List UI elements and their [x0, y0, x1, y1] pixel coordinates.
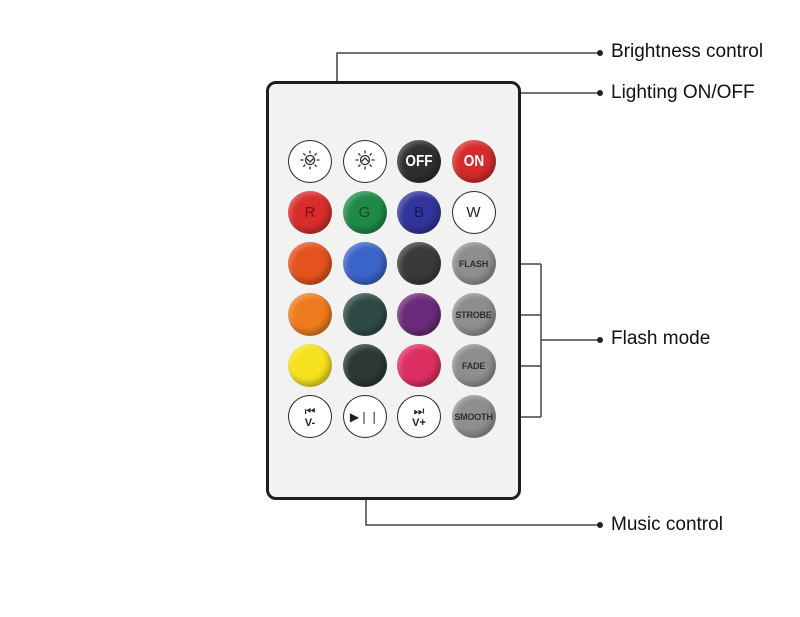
brightness-dot	[597, 50, 603, 56]
on-label: ON	[463, 152, 484, 170]
white-label: W	[466, 204, 481, 221]
strobe-button[interactable]: STROBE	[451, 293, 496, 336]
c-blue-button[interactable]	[342, 242, 387, 285]
c-orange-button[interactable]	[288, 293, 332, 336]
fade-button[interactable]: FADE	[451, 344, 496, 387]
white-button[interactable]: W	[451, 191, 496, 234]
off-button[interactable]: OFF	[397, 140, 441, 183]
off-label: OFF	[405, 152, 433, 170]
bright-up-button[interactable]	[342, 140, 387, 183]
next-symbol-icon: ⏭	[413, 403, 425, 418]
green-label: G	[358, 204, 371, 221]
flash-label: FLASH	[459, 258, 488, 269]
c-dark2-button[interactable]	[342, 344, 387, 387]
blue-label: B	[413, 204, 424, 221]
bright-down-button[interactable]	[288, 140, 332, 183]
strobe-label: STROBE	[455, 309, 492, 320]
c-darkteal-button[interactable]	[342, 293, 387, 336]
button-grid: OFF ON R G B W FLASH STROBE FADE ⏮V- ▶❘❘ ⏭V+ SMOOTH	[288, 140, 506, 438]
prev-button[interactable]: ⏮V-	[288, 395, 332, 438]
flash-dot	[597, 337, 603, 343]
blue-button[interactable]: B	[397, 191, 441, 234]
c-pink-button[interactable]	[397, 344, 441, 387]
next-button[interactable]: ⏭V+	[397, 395, 441, 438]
red-label: R	[304, 204, 316, 221]
c-yellow-button[interactable]	[288, 344, 332, 387]
lighting-dot	[597, 90, 603, 96]
flash-button[interactable]: FLASH	[451, 242, 496, 285]
c-purple-button[interactable]	[397, 293, 441, 336]
lighting-onoff-label: Lighting ON/OFF	[611, 82, 755, 103]
prev-sublabel: V-	[304, 416, 316, 429]
brightness-up-icon	[353, 148, 377, 175]
fade-label: FADE	[461, 360, 486, 371]
brightness-control-label: Brightness control	[611, 41, 764, 62]
c-orange-red-button[interactable]	[288, 242, 332, 285]
next-sublabel: V+	[412, 416, 426, 429]
music-control-label: Music control	[611, 514, 723, 535]
music-dot	[597, 522, 603, 528]
smooth-label: SMOOTH	[454, 411, 493, 422]
play-button[interactable]: ▶❘❘	[342, 395, 387, 438]
play-symbol-icon: ▶❘❘	[349, 409, 380, 424]
c-dark1-button[interactable]	[397, 242, 441, 285]
red-button[interactable]: R	[288, 191, 332, 234]
smooth-button[interactable]: SMOOTH	[451, 395, 496, 438]
flash-mode-label: Flash mode	[611, 328, 711, 349]
on-button[interactable]: ON	[451, 140, 496, 183]
green-button[interactable]: G	[342, 191, 387, 234]
brightness-down-icon	[298, 148, 322, 175]
prev-symbol-icon: ⏮	[304, 403, 316, 418]
